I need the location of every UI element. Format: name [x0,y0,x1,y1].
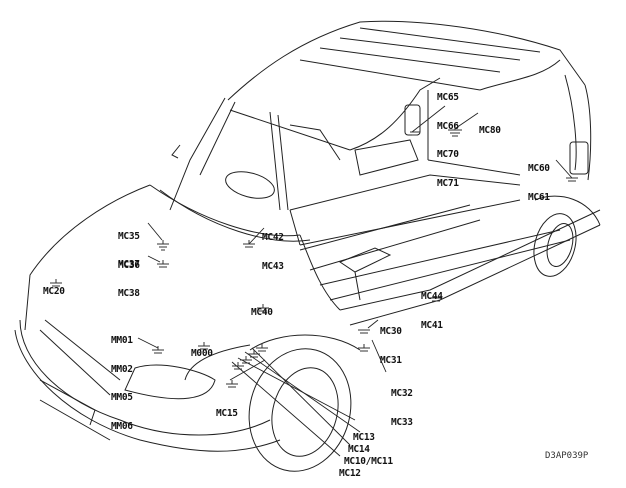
label-line: MM02 [111,363,133,375]
label-line: MC32 [391,388,413,399]
label-mm01-mm06: MM01 MM02 MM05 MM06 [111,317,133,441]
ground-symbols [50,126,578,388]
label-line: MC80 [479,125,501,136]
label-mc40: MC40 [251,289,273,327]
label-mc80: MC80 [479,107,501,145]
label-line: MC61 [528,191,550,203]
label-mc30-mc31: MC30 MC31 [380,308,402,375]
label-line: MC70 [437,149,459,160]
label-line: MC37 [118,259,140,270]
label-mc15: MC15 [216,390,238,428]
label-mc44-mc41: MC44 MC41 [421,273,443,340]
label-line: MM01 [111,335,133,346]
label-mc10-mc11: MC10/MC11 [344,438,393,476]
label-line: MC41 [421,319,443,331]
label-line: MC71 [437,177,459,189]
label-mc42-mc43: MC42 MC43 [262,214,284,281]
label-mc37-mc38: MC37 MC38 [118,241,140,308]
label-m000: M000 [191,330,213,368]
label-line: MC40 [251,307,273,318]
label-mc13: MC13 [353,414,375,452]
label-line: MC31 [380,354,402,366]
label-mc60-mc61: MC60 MC61 [528,145,550,212]
label-line: MC42 [262,232,284,243]
drawing-code: D3AP039P [545,451,589,461]
label-line: M000 [191,348,213,359]
label-mc32-mc33: MC32 MC33 [391,370,413,437]
label-mc20: MC20 [43,268,65,306]
label-line: MC10/MC11 [344,456,393,467]
label-line: MC43 [262,260,284,272]
label-line: MC20 [43,286,65,297]
label-line: MC35 [118,231,140,242]
label-line: MC44 [421,291,443,302]
label-mc35-mc36: MC35 MC36 [118,213,140,280]
label-line: MC33 [391,416,413,428]
label-line: MC60 [528,163,550,174]
label-line: MC36 [118,259,140,271]
label-line: MC65 [437,92,459,103]
label-line: MC13 [353,432,375,443]
label-line: MM06 [111,420,133,432]
label-line: MC38 [118,287,140,299]
label-mc14: MC14 [348,426,370,464]
label-line: MC12 [339,468,361,479]
label-line: MC30 [380,326,402,337]
label-line: MC14 [348,444,370,455]
label-line: MM05 [111,392,133,403]
label-mc65-mc71: MC65 MC66 MC70 MC71 [437,74,459,198]
label-line: MC15 [216,408,238,419]
label-mc12: MC12 [339,450,361,488]
label-line: MC66 [437,120,459,132]
